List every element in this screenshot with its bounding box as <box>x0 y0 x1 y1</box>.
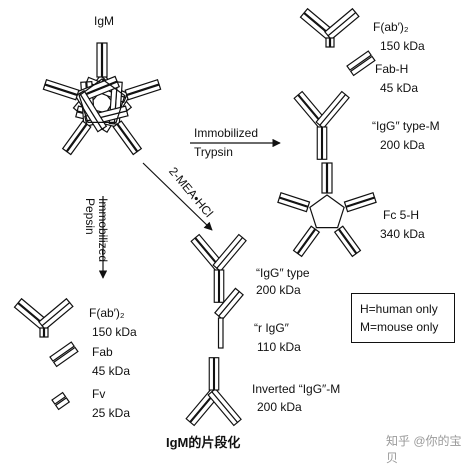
igg-type-m-name: “IgG″ type-M <box>372 119 440 133</box>
r-igg-mass: 110 kDa <box>257 340 301 354</box>
trypsin-label-line1: Immobilized <box>194 126 259 140</box>
pepsin-label-line1: Immobilized <box>96 198 110 263</box>
watermark: 知乎 @你的宝贝 <box>386 434 462 465</box>
inverted-igg-m-mass: 200 kDa <box>257 400 302 414</box>
fab-name: Fab <box>92 345 113 359</box>
pepsin-label-line2: Pepsin <box>83 198 97 235</box>
fv-mass: 25 kDa <box>92 406 131 420</box>
legend-mouse: M=mouse only <box>360 320 439 334</box>
fab2-top-name: F(ab′)₂ <box>373 20 409 34</box>
fab-h-name: Fab-H <box>375 62 409 76</box>
diagram-title: IgM的片段化 <box>166 435 241 450</box>
igg-type-name: “IgG″ type <box>256 266 310 280</box>
inverted-igg-m-name: Inverted “IgG″-M <box>252 382 341 396</box>
trypsin-label-line2: Trypsin <box>194 145 233 159</box>
fc5h-mass: 340 kDa <box>380 227 425 241</box>
fab2-left-name: F(ab′)₂ <box>89 306 125 320</box>
igm-label: IgM <box>94 14 115 28</box>
species-legend: H=human only M=mouse only <box>351 293 455 343</box>
fab-h-mass: 45 kDa <box>380 81 419 95</box>
igg-type-m-mass: 200 kDa <box>380 138 425 152</box>
mea-label: 2-MEA•HCl <box>166 164 216 220</box>
fv-name: Fv <box>92 387 106 401</box>
fc5h-pentamer <box>277 162 377 257</box>
r-igg-name: “r IgG″ <box>254 321 289 335</box>
igm-pentamer <box>35 42 169 170</box>
r-igg-structure <box>214 287 244 349</box>
mea-arrow <box>142 162 213 231</box>
fab2-top-mass: 150 kDa <box>380 39 425 53</box>
legend-human: H=human only <box>360 302 438 316</box>
fab2-left-mass: 150 kDa <box>92 325 137 339</box>
igg-type-mass: 200 kDa <box>256 283 301 297</box>
fc5h-name: Fc 5-H <box>383 208 419 222</box>
fab-mass: 45 kDa <box>92 364 131 378</box>
